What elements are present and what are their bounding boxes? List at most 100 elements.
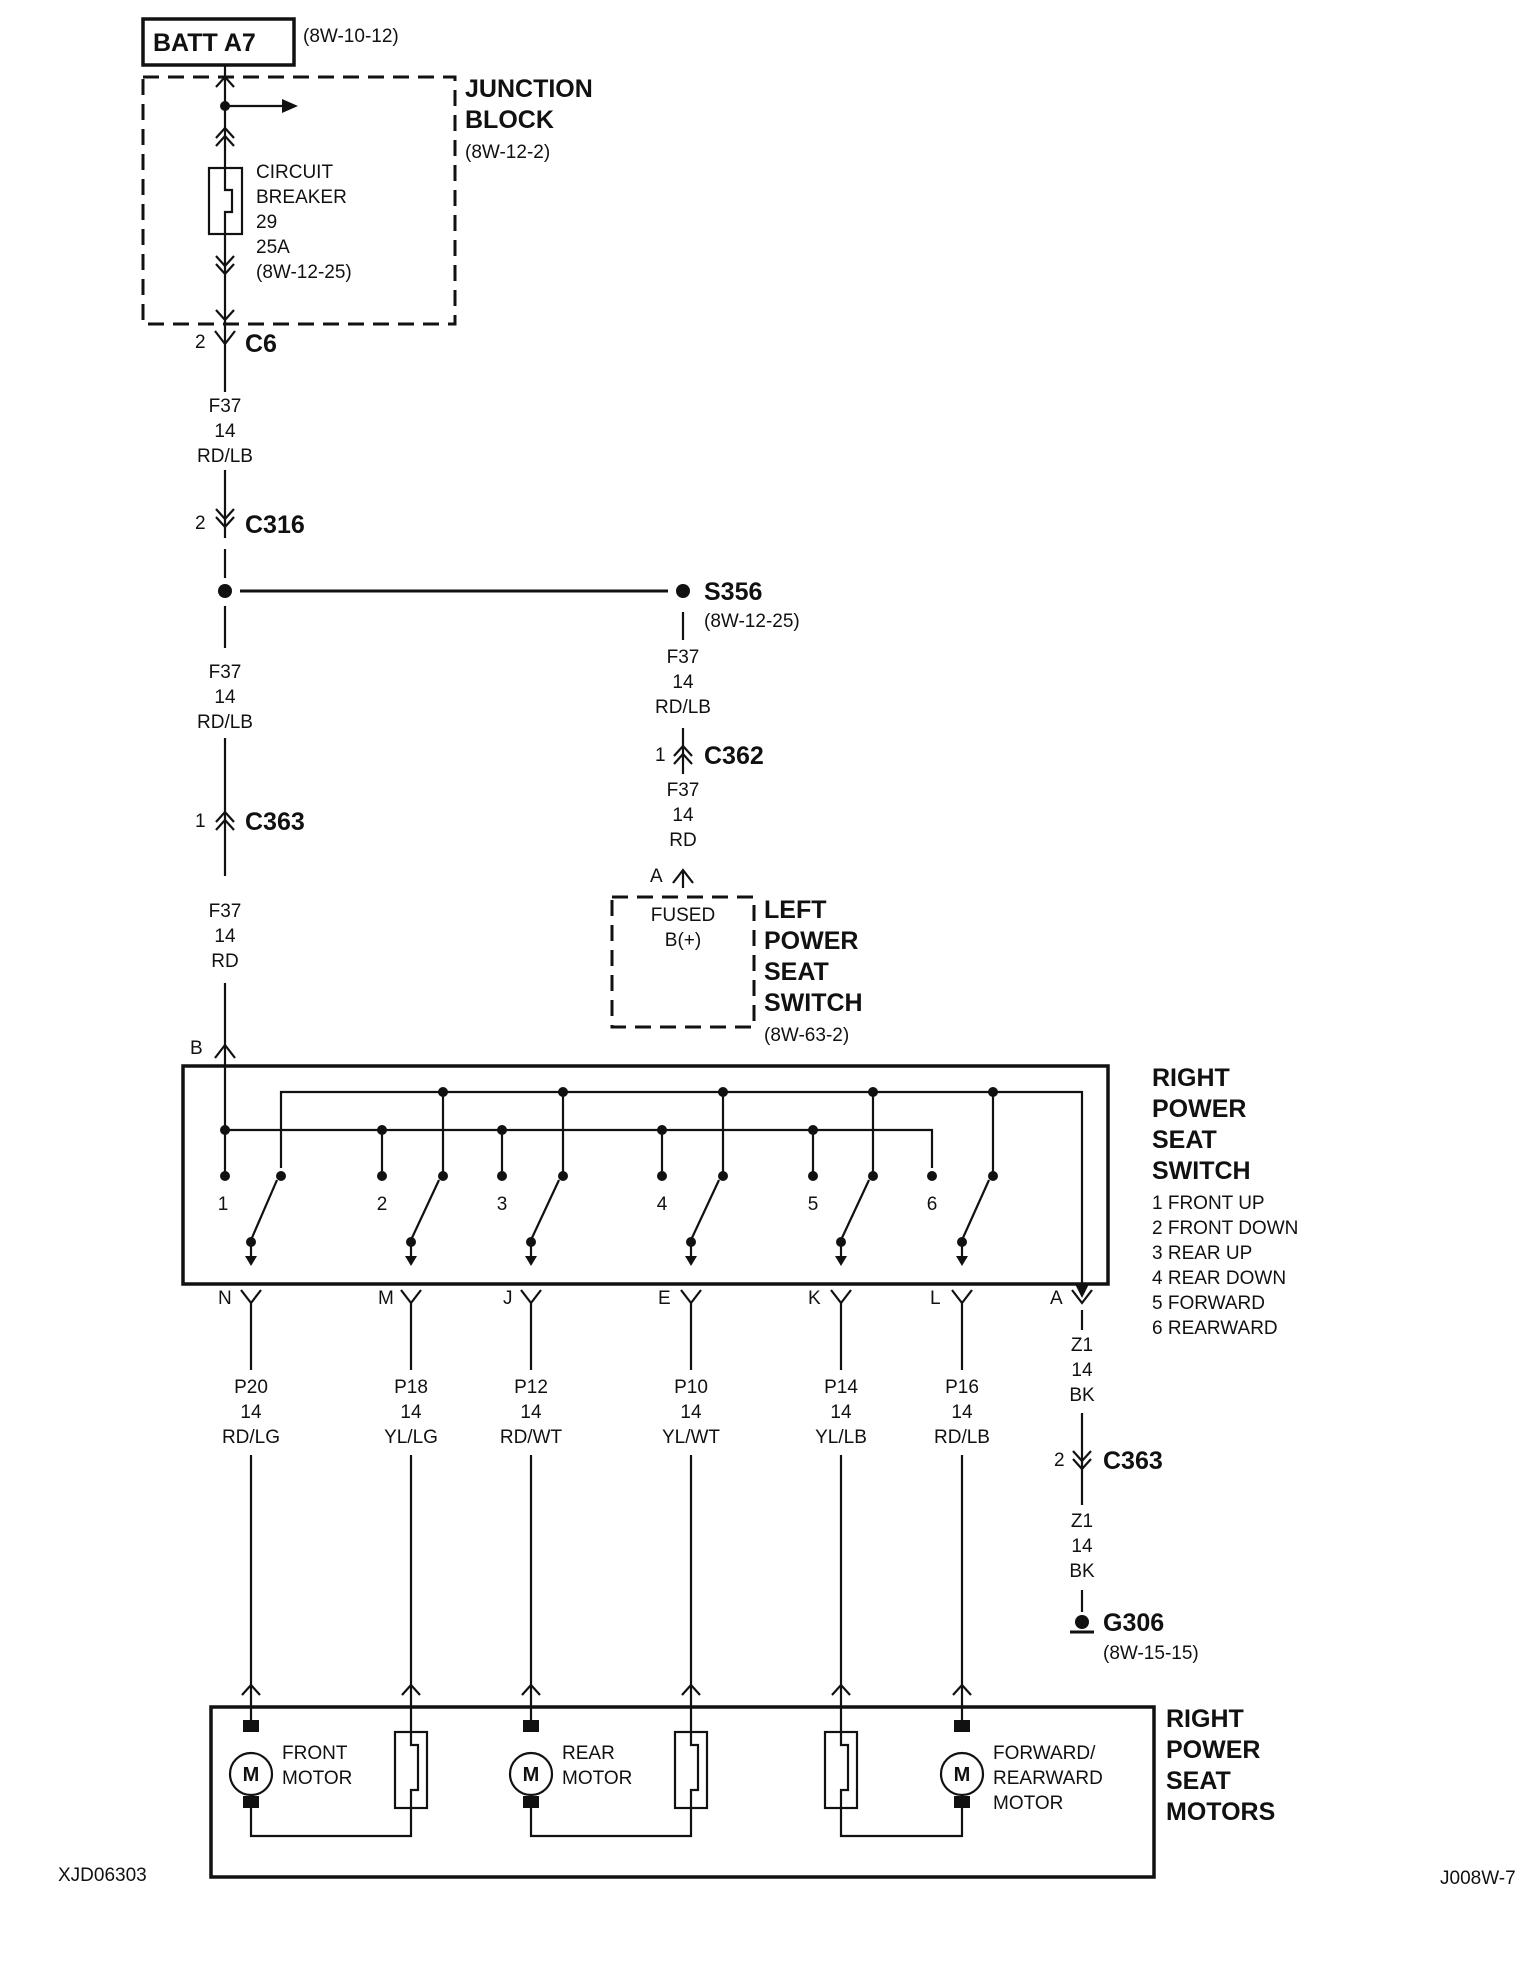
c363-connector-icon (215, 818, 235, 831)
motor-loop-wire (249, 1808, 413, 1838)
motor-symbol: M (523, 1764, 540, 1786)
switch-blade (249, 1179, 279, 1241)
ground-bus-taps (438, 1087, 998, 1172)
front-motor-label-1: FRONT (282, 1743, 348, 1764)
motor-icon (939, 1751, 985, 1797)
c316-name: C316 (245, 511, 305, 539)
legend-3: 3 REAR UP (1152, 1243, 1252, 1264)
wire-label: F37 (209, 662, 242, 683)
wire-label: YL/LB (815, 1427, 867, 1448)
switch-contact-dot (558, 1171, 568, 1181)
output-connector-icon (830, 1289, 852, 1305)
switch-number: 1 (218, 1194, 229, 1215)
wire-label: 14 (520, 1402, 542, 1423)
batt-ref: (8W-10-12) (303, 26, 399, 47)
breaker-element (409, 1707, 420, 1808)
wire-label: RD/LB (655, 697, 711, 718)
motors-title-3: SEAT (1166, 1767, 1231, 1795)
left-power-seat-switch-outline (610, 895, 756, 1029)
wire-label: Z1 (1071, 1511, 1093, 1532)
s356-ref: (8W-12-25) (704, 611, 800, 632)
c6-pin: 2 (195, 332, 206, 353)
right-power-seat-switch-box (181, 1064, 1110, 1286)
wire-label: 14 (680, 1402, 702, 1423)
connector-chevron-icon (215, 134, 235, 147)
output-pin: M (378, 1288, 394, 1309)
wire-label: BK (1069, 1385, 1095, 1406)
motor-connector-icon (831, 1683, 851, 1696)
batt-label: BATT A7 (153, 29, 256, 57)
wire-label: Z1 (1071, 1335, 1093, 1356)
breaker-text-5: (8W-12-25) (256, 262, 352, 283)
junction-block-title-2: BLOCK (465, 106, 554, 134)
switch-contact-dot (718, 1171, 728, 1181)
left-switch-title-4: SWITCH (764, 989, 863, 1017)
left-switch-title-3: SEAT (764, 958, 829, 986)
motor-loop-wire (529, 1808, 693, 1838)
output-pin: E (658, 1288, 671, 1309)
switch-contact-dot (377, 1171, 387, 1181)
output-connector-icon (680, 1289, 702, 1305)
switch-contact-dot (497, 1171, 507, 1181)
c316-connector-icon (215, 516, 235, 529)
breaker-text-1: CIRCUIT (256, 162, 333, 183)
wire-label: 14 (214, 421, 236, 442)
c6-connector-icon (214, 330, 236, 346)
footer-left-code: XJD06303 (58, 1865, 147, 1886)
connector-chevron-icon (215, 126, 235, 139)
output-connector-icon (1071, 1289, 1093, 1305)
output-wire-labels: P20 14 RD/LG P18 14 YL/LG P12 14 RD/WT P… (222, 1377, 990, 1448)
wire-label: P16 (945, 1377, 979, 1398)
switch-contacts (220, 1171, 998, 1266)
c362-name: C362 (704, 742, 764, 770)
wire-label: YL/LG (384, 1427, 438, 1448)
breaker-text-2: BREAKER (256, 187, 347, 208)
wire-label: BK (1069, 1561, 1095, 1582)
switch-blade (410, 1179, 440, 1241)
output-pin: J (503, 1288, 513, 1309)
output-connector-icon (240, 1289, 262, 1305)
c363-connector-icon (215, 810, 235, 823)
wire-label: F37 (209, 396, 242, 417)
breaker-text-3: 29 (256, 212, 277, 233)
bus-battery (223, 1066, 934, 1168)
arrow-down-icon (835, 1256, 847, 1266)
wire-label: F37 (667, 647, 700, 668)
output-connector-icon (520, 1289, 542, 1305)
left-switch-inner-1: FUSED (651, 905, 715, 926)
fwd-motor-label-2: REARWARD (993, 1768, 1103, 1789)
motors-title-2: POWER (1166, 1736, 1260, 1764)
c362-connector-icon (673, 744, 693, 757)
wire-label: RD/LB (934, 1427, 990, 1448)
rear-motor-label-1: REAR (562, 1743, 615, 1764)
switch-number: 6 (927, 1194, 938, 1215)
motor-icon (508, 1751, 554, 1797)
switch-blade (690, 1179, 720, 1241)
arrow-down-icon (245, 1256, 257, 1266)
c6-name: C6 (245, 330, 277, 358)
ground-icon (1075, 1615, 1089, 1629)
motor-brush (523, 1796, 539, 1808)
s356-name: S356 (704, 578, 762, 606)
left-switch-inner-2: B(+) (665, 930, 701, 951)
arrow-down-icon (405, 1256, 417, 1266)
pin-a-connector-icon (672, 868, 694, 884)
right-power-seat-motors-box (209, 1705, 1156, 1879)
switch-contact-dot (438, 1171, 448, 1181)
wire-label: RD/LB (197, 712, 253, 733)
left-switch-title-1: LEFT (764, 896, 827, 924)
g306-ref: (8W-15-15) (1103, 1643, 1199, 1664)
wire-label: 14 (830, 1402, 852, 1423)
legend-6: 6 REARWARD (1152, 1318, 1278, 1339)
wire-label: P14 (824, 1377, 858, 1398)
right-switch-title-2: POWER (1152, 1095, 1246, 1123)
motor-symbol: M (243, 1764, 260, 1786)
c363-connector-icon (1072, 1458, 1092, 1471)
arrow-up-icon (215, 75, 235, 88)
motor-connector-icon (401, 1683, 421, 1696)
right-switch-title-4: SWITCH (1152, 1157, 1251, 1185)
left-switch-ref: (8W-63-2) (764, 1025, 849, 1046)
switch-number: 5 (808, 1194, 819, 1215)
arrow-down-icon (525, 1256, 537, 1266)
